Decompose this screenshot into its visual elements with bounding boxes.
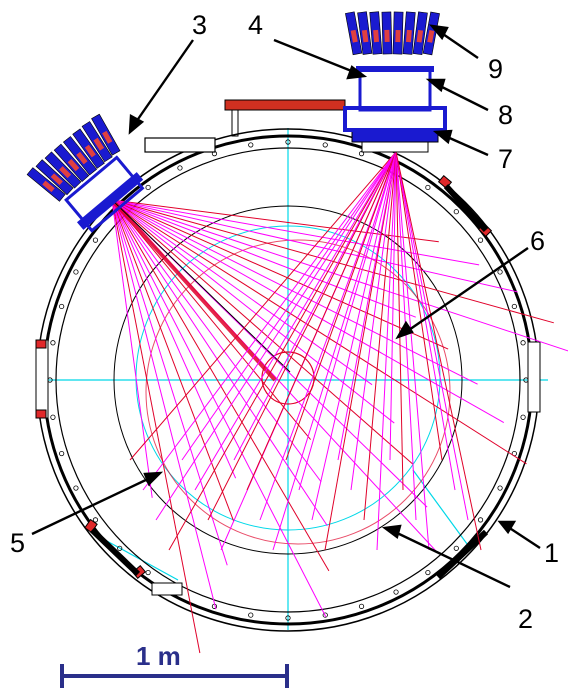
centre-axes	[36, 128, 548, 630]
sightline-fan-left	[110, 198, 568, 654]
callout-6: 6	[530, 226, 545, 256]
top-flange-plate	[224, 99, 346, 111]
callout-arrows	[31, 24, 541, 589]
callout-5: 5	[10, 528, 25, 558]
callout-7: 7	[498, 144, 513, 174]
scale-bar: 1 m	[60, 641, 289, 688]
callout-8: 8	[498, 100, 513, 130]
callout-4: 4	[248, 10, 263, 40]
callout-1: 1	[544, 538, 559, 568]
top-port-neck	[231, 109, 239, 137]
vessel-bolt-holes	[47, 139, 529, 621]
left-port-flange	[144, 137, 216, 153]
left-detector-array	[26, 113, 121, 202]
top-detector-array	[345, 11, 440, 56]
left-camera-assembly	[26, 113, 145, 233]
scale-bar-label: 1 m	[136, 641, 181, 671]
callout-labels: 1 2 3 4 5 6 7 8 9	[10, 10, 559, 634]
callout-9: 9	[488, 54, 503, 84]
sightline-fan-top	[129, 151, 482, 551]
callout-3: 3	[192, 10, 207, 40]
top-camera-assembly	[343, 11, 447, 153]
callout-2: 2	[518, 604, 533, 634]
side-ports	[35, 175, 541, 596]
